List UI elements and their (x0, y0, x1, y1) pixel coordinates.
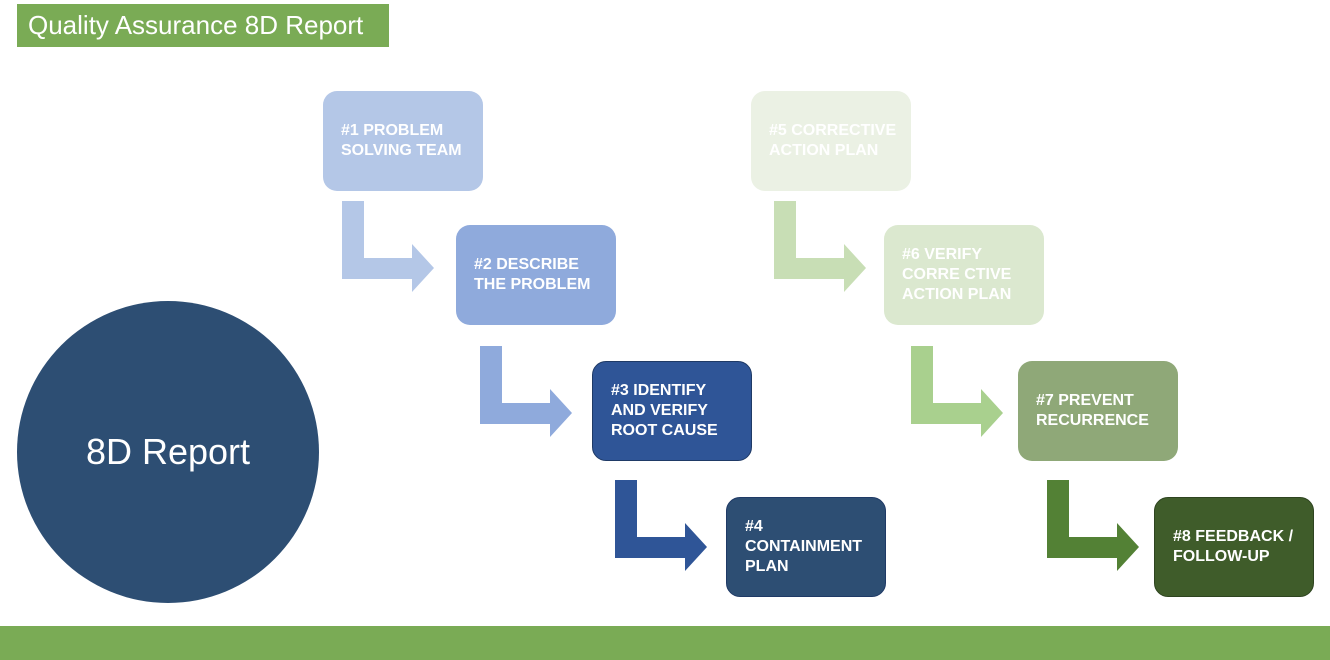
step-3-label: #3 IDENTIFY AND VERIFY ROOT CAUSE (611, 382, 718, 439)
arrow-5-to-6 (774, 201, 866, 292)
step-5-label: #5 CORRECTIVE ACTION PLAN (769, 122, 897, 159)
center-circle: 8D Report (17, 301, 319, 603)
step-8-feedback-follow-up: #8 FEEDBACK / FOLLOW-UP (1154, 497, 1314, 597)
step-6-verify-corrective-action: #6 VERIFY CORRE CTIVE ACTION PLAN (884, 225, 1044, 325)
step-2-describe-problem: #2 DESCRIBE THE PROBLEM (456, 225, 616, 325)
step-1-label: #1 PROBLEM SOLVING TEAM (341, 122, 462, 159)
step-4-containment-plan: #4 CONTAINMENT PLAN (726, 497, 886, 597)
step-3-identify-root-cause: #3 IDENTIFY AND VERIFY ROOT CAUSE (592, 361, 752, 461)
step-7-label: #7 PREVENT RECURRENCE (1036, 392, 1149, 429)
step-4-label: #4 CONTAINMENT PLAN (745, 518, 863, 575)
footer-bar (0, 626, 1330, 660)
center-label: 8D Report (85, 431, 251, 472)
step-1-problem-solving-team: #1 PROBLEM SOLVING TEAM (323, 91, 483, 191)
arrow-7-to-8 (1047, 480, 1139, 571)
arrow-3-to-4 (615, 480, 707, 571)
page-title: Quality Assurance 8D Report (17, 4, 389, 47)
step-6-label: #6 VERIFY CORRE CTIVE ACTION PLAN (902, 246, 1012, 303)
step-2-label: #2 DESCRIBE THE PROBLEM (474, 256, 591, 293)
arrow-6-to-7 (911, 346, 1003, 437)
step-8-label: #8 FEEDBACK / FOLLOW-UP (1173, 528, 1294, 565)
step-5-corrective-action-plan: #5 CORRECTIVE ACTION PLAN (751, 91, 911, 191)
arrow-1-to-2 (342, 201, 434, 292)
arrow-2-to-3 (480, 346, 572, 437)
step-7-prevent-recurrence: #7 PREVENT RECURRENCE (1018, 361, 1178, 461)
